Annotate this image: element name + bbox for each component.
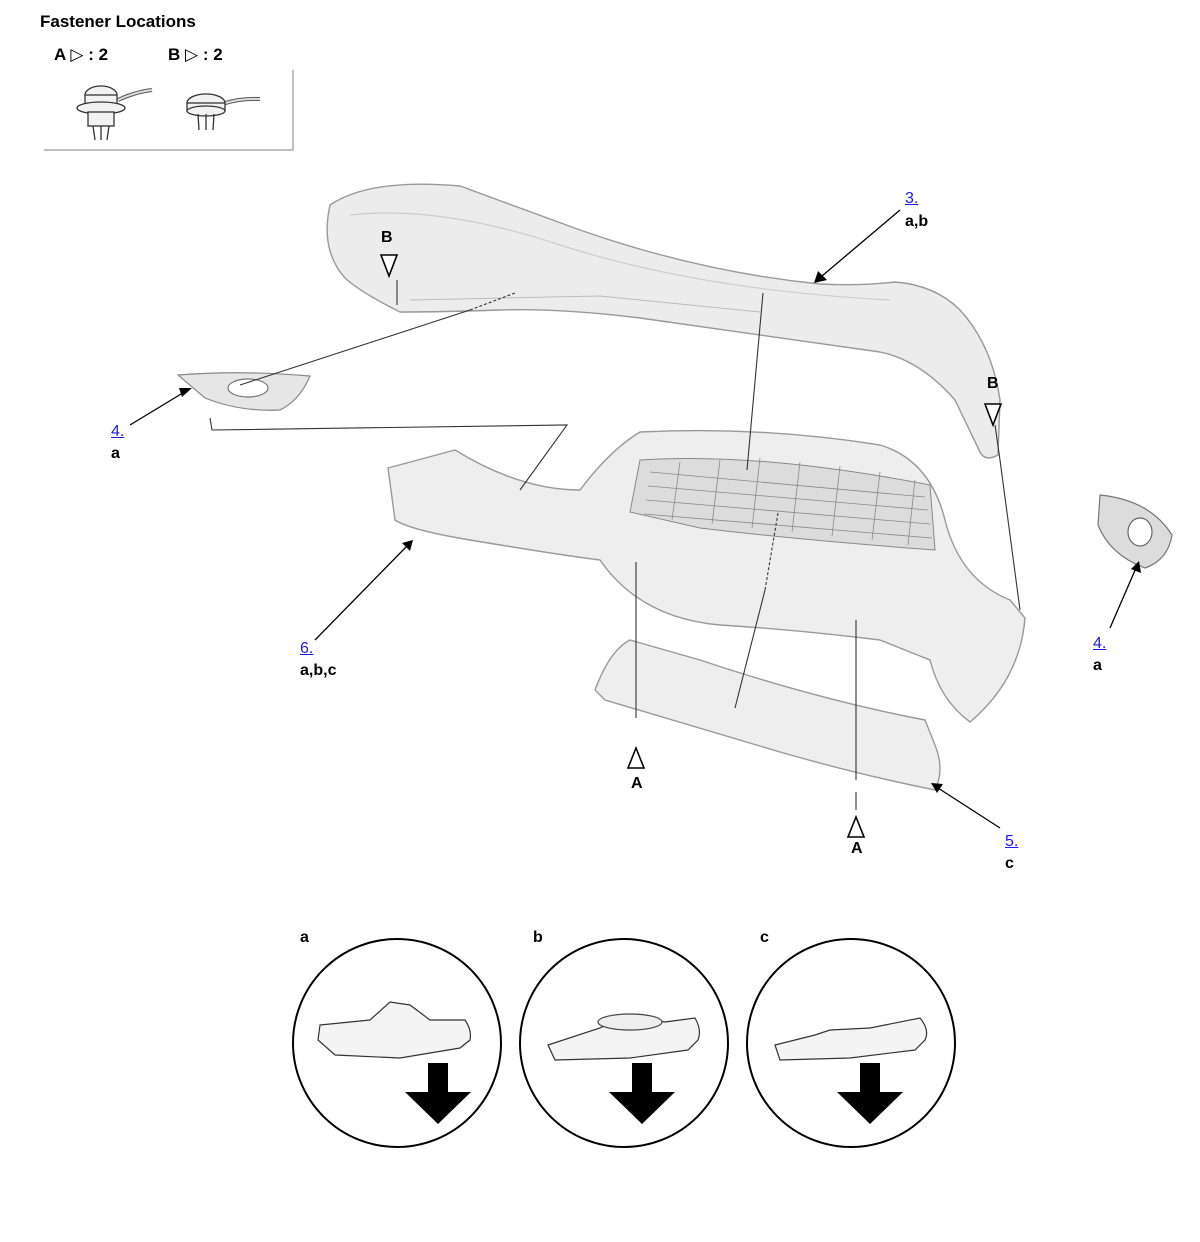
clip-c-icon: [774, 1017, 928, 1124]
fastener-letter: A: [54, 45, 66, 64]
callout-5-codes: c: [1005, 855, 1014, 872]
detail-label-c: c: [760, 929, 769, 946]
clip-a-icon: [76, 85, 153, 141]
lower-splash-shield: [594, 639, 941, 791]
fog-bezel-right: [1097, 494, 1173, 569]
callout-6-codes: a,b,c: [300, 662, 337, 679]
callout-3-link[interactable]: 3.: [905, 190, 919, 207]
detail-circle-b: [519, 938, 729, 1148]
callout-4-right-link[interactable]: 4.: [1093, 635, 1107, 652]
detail-label-b: b: [533, 929, 543, 946]
fog-bezel-left: [176, 372, 311, 411]
detail-label-a: a: [300, 929, 309, 946]
triangle-markers: [379, 254, 1003, 838]
marker-b-right: B: [987, 375, 999, 392]
marker-a-right: A: [851, 840, 863, 857]
clip-b-icon: [547, 1013, 701, 1124]
fastener-letter: B: [168, 45, 181, 64]
callout-4-left-link[interactable]: 4.: [111, 423, 125, 440]
callout-6-link[interactable]: 6.: [300, 640, 314, 657]
triangle-icon: ▷: [185, 45, 199, 64]
guide-lines: [209, 280, 1021, 810]
callout-4-right-codes: a: [1093, 657, 1102, 674]
leader-arrows: [129, 209, 1137, 829]
callout-4-left-codes: a: [111, 445, 120, 462]
fastener-a-legend: A ▷ : 2: [54, 45, 108, 65]
callout-3-codes: a,b: [905, 213, 929, 230]
lower-bumper-cover: [387, 429, 1026, 723]
page-title: Fastener Locations: [40, 12, 196, 31]
upper-bumper-cover: [326, 183, 1001, 459]
marker-b-top: B: [381, 229, 393, 246]
arrow-heads: [179, 271, 1141, 793]
fastener-b-legend: B ▷ : 2: [168, 45, 223, 65]
detail-circle-c: [746, 938, 956, 1148]
fastener-box: [44, 70, 294, 151]
triangle-icon: ▷: [70, 45, 84, 64]
clip-b-icon: [186, 93, 261, 131]
callout-5-link[interactable]: 5.: [1005, 833, 1019, 850]
fastener-count: : 2: [202, 45, 223, 64]
detail-circle-a: [292, 938, 502, 1148]
marker-a-left: A: [631, 775, 643, 792]
clip-a-icon: [317, 1001, 472, 1124]
fastener-count: : 2: [88, 45, 109, 64]
